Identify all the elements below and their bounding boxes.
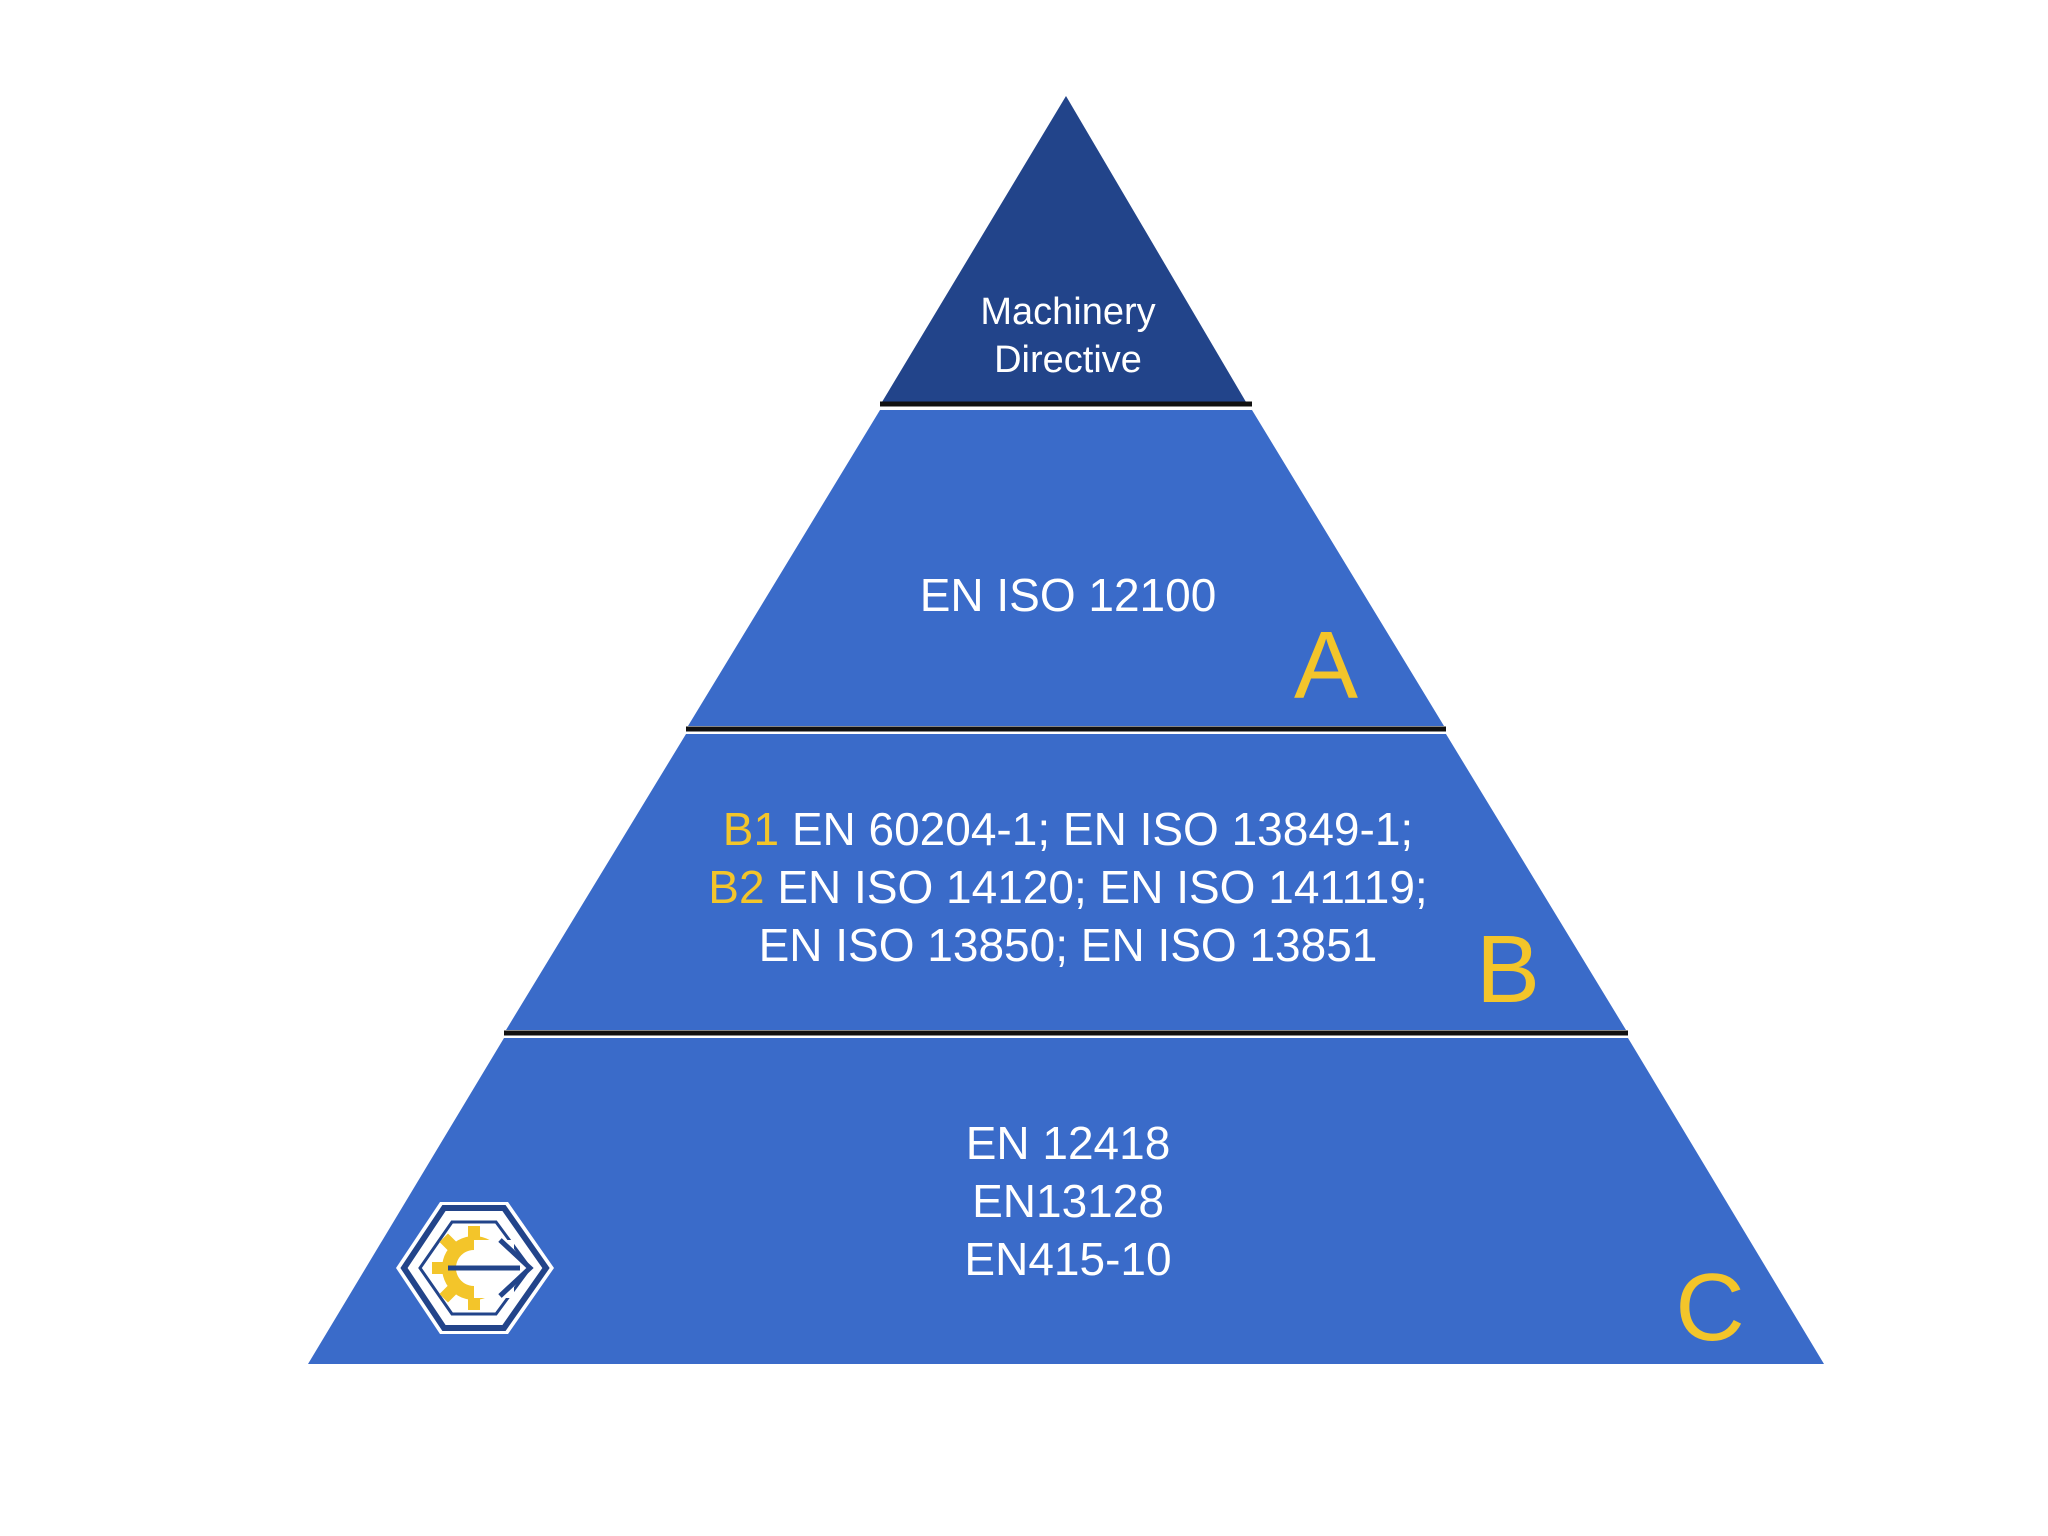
tier-b-line-2: B2 EN ISO 14120; EN ISO 141119; <box>708 858 1427 916</box>
tier-a-shape <box>688 410 1444 726</box>
b1-standards: EN 60204-1; EN ISO 13849-1; <box>779 803 1414 855</box>
tier-c-line-3: EN415-10 <box>964 1233 1172 1285</box>
b1-prefix: B1 <box>722 803 780 855</box>
tier-b-label: B1 EN 60204-1; EN ISO 13849-1; B2 EN ISO… <box>708 800 1427 974</box>
tier-b-shape <box>506 734 1626 1030</box>
tier-a-line-1: EN ISO 12100 <box>919 569 1217 621</box>
tier-a-label: EN ISO 12100 <box>920 566 1217 624</box>
tier-top-shape <box>882 96 1246 402</box>
tier-c-label: EN 12418 EN13128 EN415-10 <box>964 1114 1171 1288</box>
top-line-1: Machinery <box>980 291 1156 333</box>
top-line-2: Directive <box>994 339 1142 381</box>
tier-c-shape <box>308 1038 1824 1364</box>
tier-c-line-1: EN 12418 <box>965 1117 1171 1169</box>
tier-c-letter: C <box>1675 1254 1745 1361</box>
tier-b-letter: B <box>1475 916 1541 1023</box>
tier-b-line-1: B1 EN 60204-1; EN ISO 13849-1; <box>708 800 1427 858</box>
tier-c-line-2: EN13128 <box>972 1175 1164 1227</box>
b2-standards: EN ISO 14120; EN ISO 141119; <box>764 861 1428 913</box>
tier-a-letter: A <box>1293 612 1359 719</box>
b2-prefix: B2 <box>708 861 765 913</box>
top-tier-label: Machinery Directive <box>980 288 1155 384</box>
tier-b-line-3: EN ISO 13850; EN ISO 13851 <box>758 919 1378 971</box>
hexagon-gear-arrow-logo <box>396 1202 554 1334</box>
